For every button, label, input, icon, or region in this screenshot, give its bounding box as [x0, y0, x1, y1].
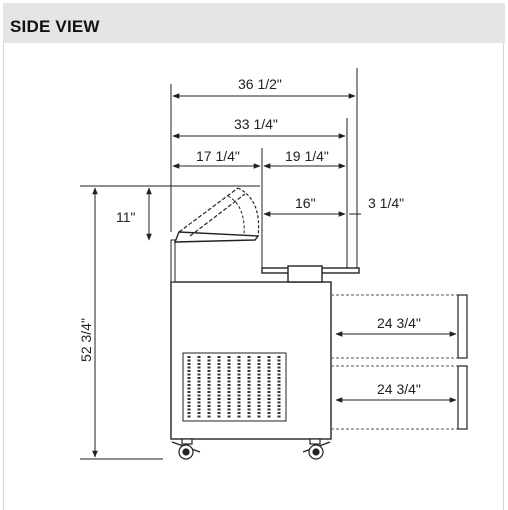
- lid: [173, 187, 260, 243]
- dimension-arrows: [92, 93, 457, 458]
- section-header: SIDE VIEW: [3, 3, 505, 43]
- label-lid-height: 11": [116, 209, 136, 225]
- extension-lines: [80, 68, 358, 460]
- label-top-width: 33 1/4": [234, 116, 278, 132]
- caster-left: [171, 438, 201, 460]
- section-title: SIDE VIEW: [10, 17, 100, 36]
- label-drawer-top-depth: 24 3/4": [377, 315, 421, 331]
- label-overall-width: 36 1/2": [238, 76, 282, 92]
- label-total-height: 52 3/4": [78, 318, 94, 362]
- label-rear-depth: 19 1/4": [285, 148, 329, 164]
- label-drawer-bottom-depth: 24 3/4": [377, 381, 421, 397]
- diagram-frame: [3, 43, 504, 510]
- label-back-offset: 3 1/4": [368, 195, 404, 211]
- caster-right: [302, 438, 331, 460]
- vent-grille: [182, 352, 287, 422]
- drawers-extended: [331, 294, 468, 430]
- label-lid-depth: 17 1/4": [196, 148, 240, 164]
- label-inner-depth: 16": [295, 195, 316, 211]
